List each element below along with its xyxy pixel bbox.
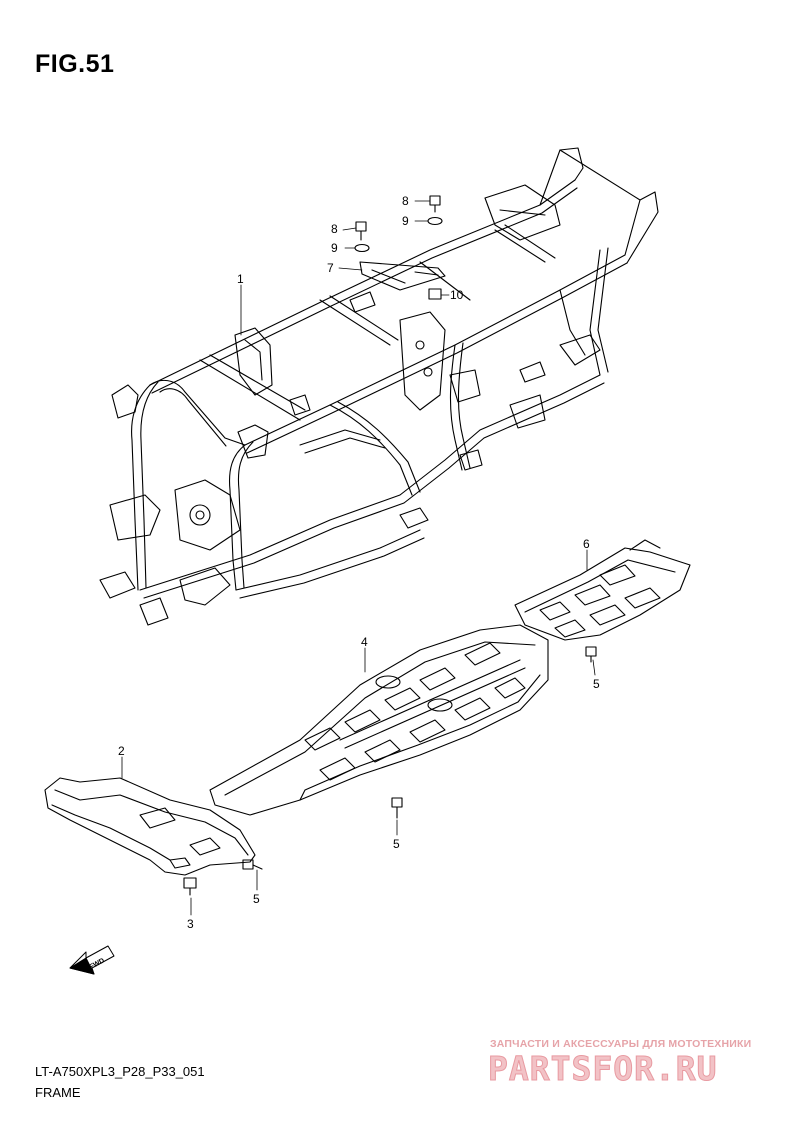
callout-9-right: 9 [402,214,409,228]
watermark-brand: PARTSFOR.RU [488,1049,718,1089]
bolt-part-3 [183,877,197,896]
forward-direction-arrow-icon: FWD [69,945,115,975]
figure-title: FIG.51 [35,50,115,78]
watermark-tagline: ЗАПЧАСТИ И АКСЕССУАРЫ ДЛЯ МОТОТЕХНИКИ [490,1038,752,1050]
callout-5-rear: 5 [593,677,600,691]
center-under-plate-part-4 [209,624,549,816]
leader-lines [121,200,596,916]
section-name: FRAME [35,1085,81,1100]
callout-7: 7 [327,261,334,275]
bolt-part-5-center [391,797,403,819]
front-skid-plate-part-2 [44,777,256,876]
callout-3: 3 [187,917,194,931]
bolt-part-5-rear [585,646,597,663]
bolt-part-8-right [429,195,441,213]
callout-5-center: 5 [393,837,400,851]
callout-8-right: 8 [402,194,409,208]
callout-2: 2 [118,744,125,758]
frame-bracket-part-7 [359,261,446,291]
callout-8-left: 8 [331,222,338,236]
callout-numbers: 1 2 3 4 5 5 5 6 7 8 8 9 9 10 [118,194,600,931]
callout-9-left: 9 [331,241,338,255]
bolt-part-5-front [242,859,263,870]
callout-10: 10 [450,288,464,302]
bolt-part-8-left [355,221,367,241]
callout-6: 6 [583,537,590,551]
callout-1: 1 [237,272,244,286]
washer-part-9-right [427,216,443,226]
rear-under-plate-part-6 [514,539,691,641]
diagram-code: LT-A750XPL3_P28_P33_051 [35,1064,205,1079]
washer-part-9-left [354,243,370,253]
callout-5-front: 5 [253,892,260,906]
nut-part-10 [428,288,442,300]
main-frame [99,147,659,626]
callout-4: 4 [361,635,368,649]
